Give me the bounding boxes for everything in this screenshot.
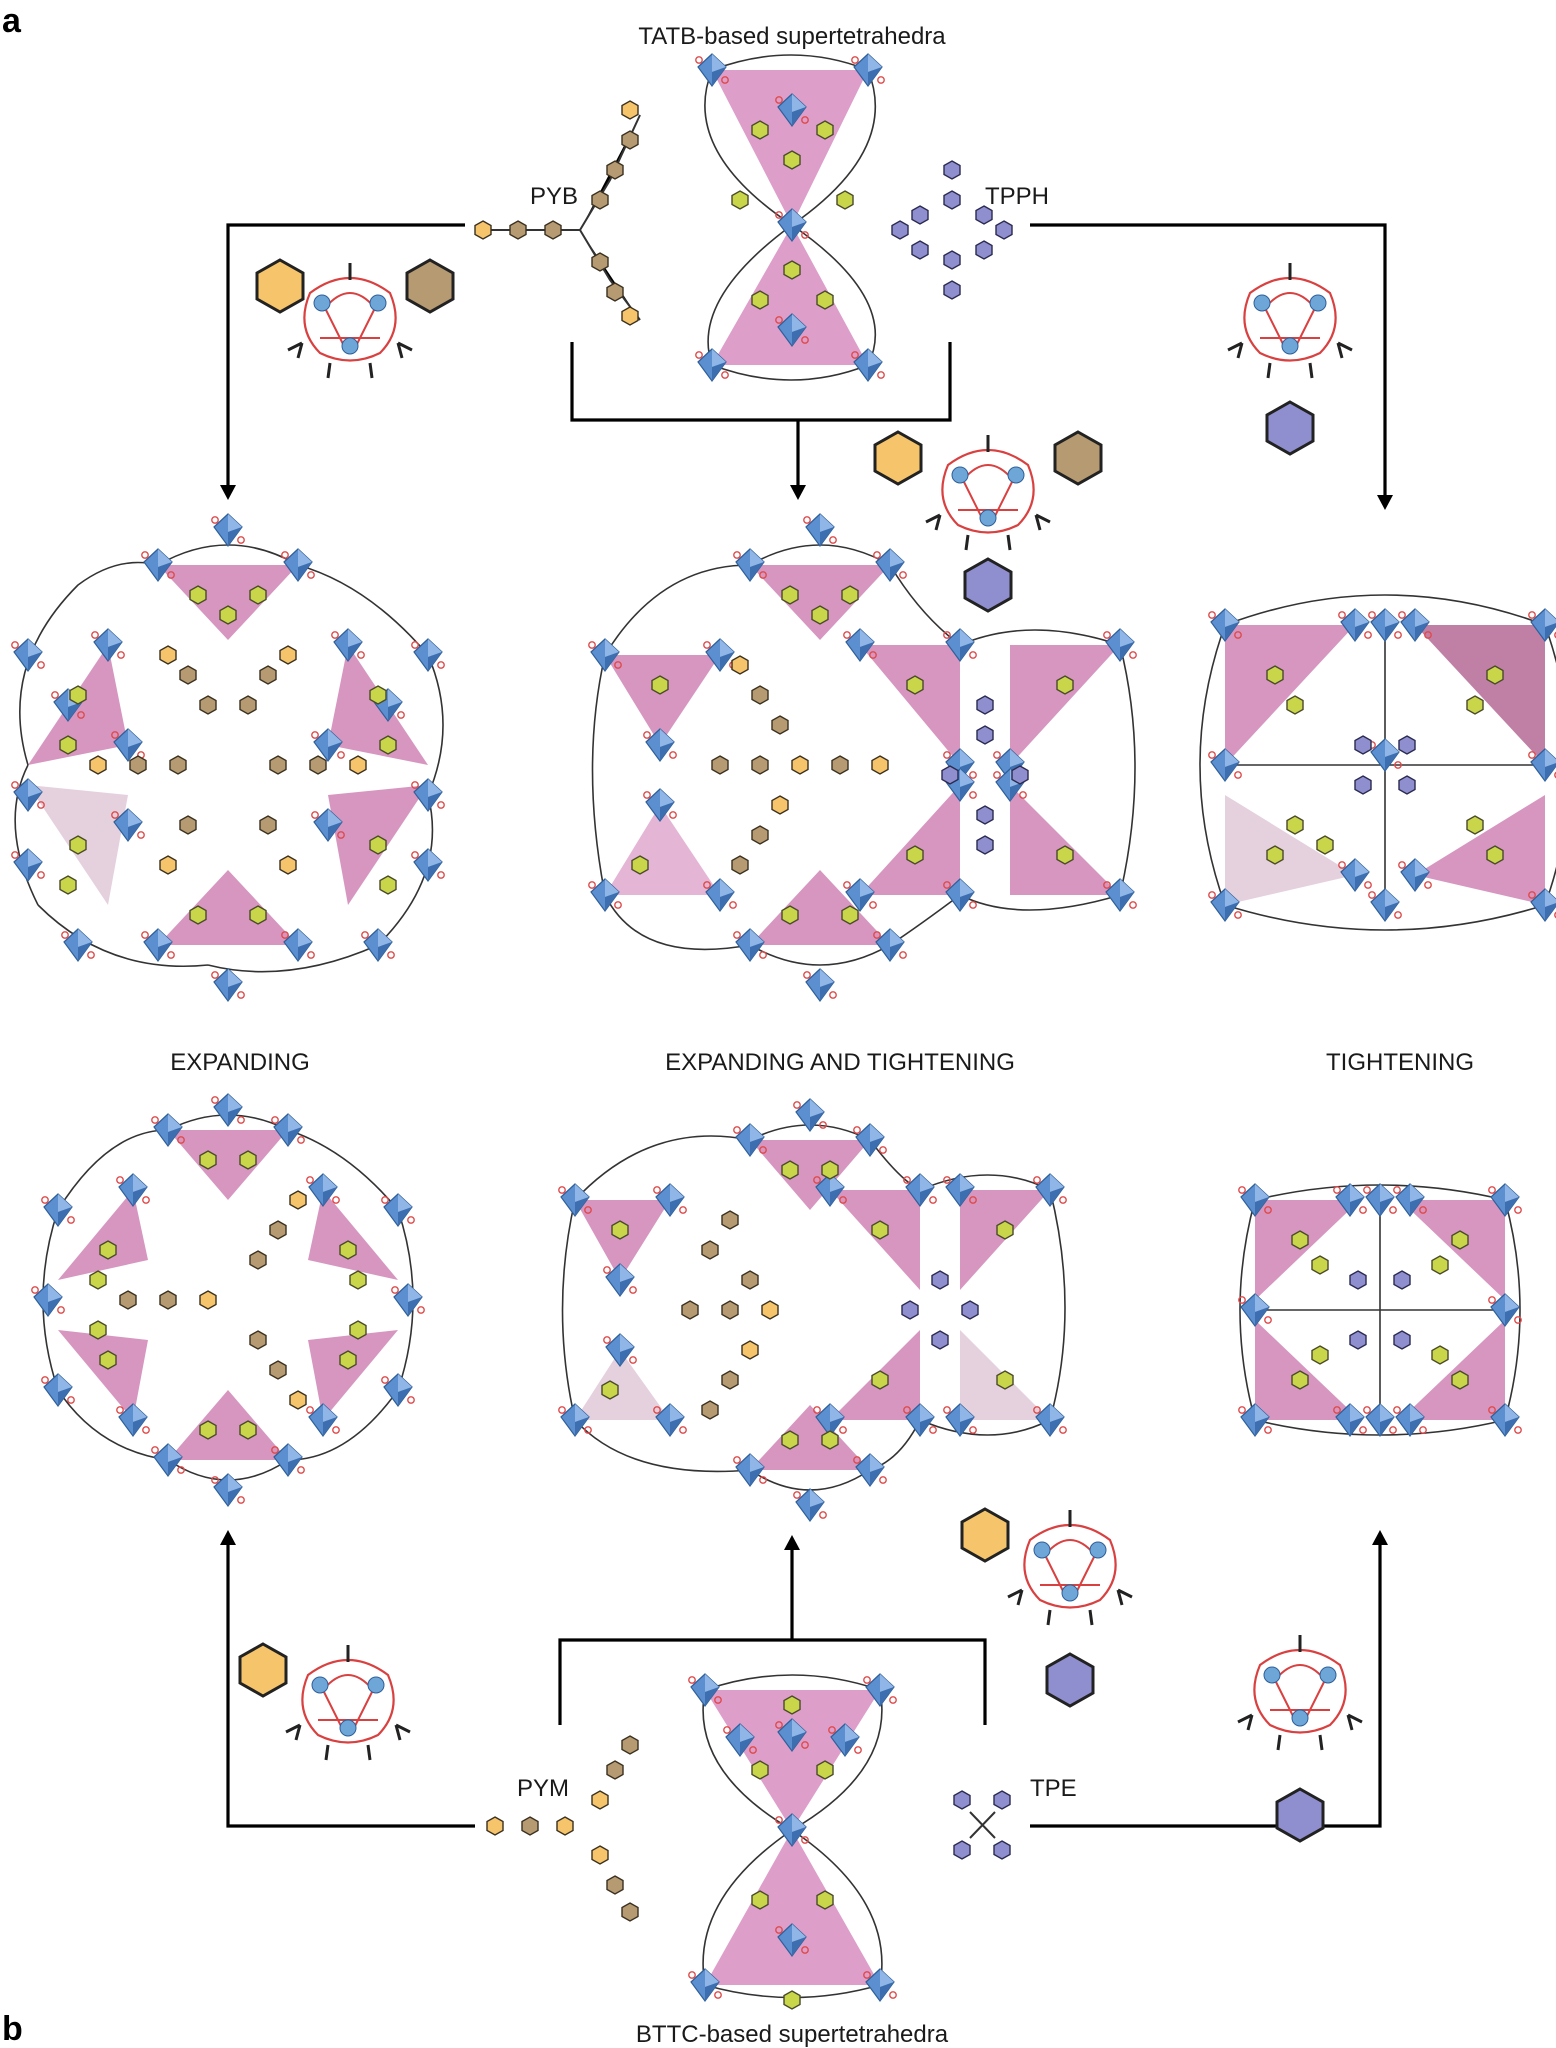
cage-tpph — [1226, 261, 1354, 456]
connector-tpph-to-tightening — [1030, 223, 1387, 500]
tpph-linker — [891, 160, 1013, 300]
arrowhead-tightening-top — [1377, 495, 1393, 510]
linker-label-tpph: TPPH — [985, 183, 1049, 210]
column-label-expanding: EXPANDING — [170, 1049, 310, 1076]
cage-tpe — [1236, 1633, 1364, 1843]
connectors-bottom — [220, 1530, 1388, 1828]
cage-mixed-top — [873, 430, 1103, 613]
arrowhead-expanding-bottom — [220, 1530, 236, 1545]
cage-mixed-bottom — [960, 1507, 1134, 1708]
connector-pym-to-expanding — [226, 1540, 475, 1828]
column-label-tightening: TIGHTENING — [1326, 1049, 1474, 1076]
arrowhead-middle-bottom — [784, 1535, 800, 1550]
framework-tightening-tatb — [1199, 594, 1556, 931]
bottom-title: BTTC-based supertetrahedra — [636, 2021, 949, 2048]
linker-label-pym: PYM — [517, 1775, 569, 1802]
connector-bracket-top — [570, 342, 952, 422]
arrowhead-middle-top — [790, 485, 806, 500]
panel-label-a: a — [2, 2, 22, 40]
connector-pyb-to-expanding — [226, 223, 465, 490]
bttc-supertetrahedron — [688, 1673, 897, 2010]
linker-label-pyb: PYB — [530, 183, 578, 210]
panel-label-b: b — [2, 2010, 23, 2048]
cage-pym — [238, 1642, 412, 1762]
connector-tpe-to-tightening — [1030, 1540, 1382, 1828]
top-title: TATB-based supertetrahedra — [638, 23, 946, 50]
connector-bracket-bottom — [558, 1638, 987, 1725]
arrowhead-expanding-top — [220, 485, 236, 500]
framework-tightening-bttc — [1238, 1183, 1522, 1437]
framework-expanding-tatb — [11, 513, 445, 1002]
cage-pyb — [255, 258, 455, 380]
pym-linker — [486, 1735, 639, 1922]
tatb-supertetrahedron — [695, 53, 885, 382]
framework-mixed-bttc — [558, 1098, 1067, 1522]
framework-mixed-tatb — [588, 513, 1137, 1002]
column-label-expanding-tightening: EXPANDING AND TIGHTENING — [665, 1049, 1015, 1076]
arrowhead-tightening-bottom — [1372, 1530, 1388, 1545]
pyb-linker — [474, 100, 641, 326]
linker-label-tpe: TPE — [1030, 1775, 1077, 1802]
tpe-linker — [953, 1790, 1011, 1860]
framework-expanding-bttc — [31, 1093, 425, 1507]
connectors-top — [220, 223, 1393, 510]
